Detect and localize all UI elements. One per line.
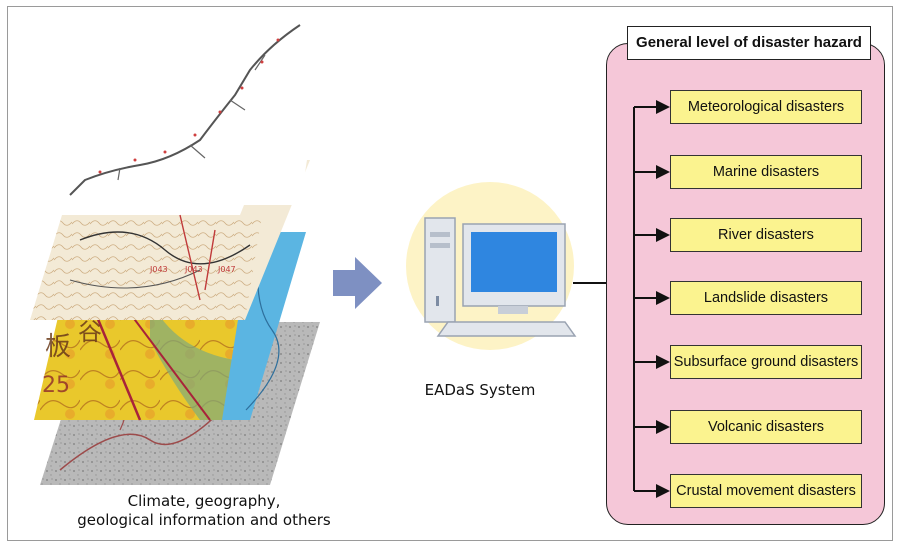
layers-caption: Climate, geography, geological informati… (24, 492, 384, 530)
svg-text:J043: J043 (184, 265, 203, 274)
panel-title: General level of disaster hazard (627, 26, 871, 60)
hazard-item-river: River disasters (670, 218, 862, 252)
system-label: EADaS System (424, 381, 536, 399)
hazard-item-landslide: Landslide disasters (670, 281, 862, 315)
hazard-item-volcanic: Volcanic disasters (670, 410, 862, 444)
caption-line-2: geological information and others (77, 511, 331, 529)
svg-text:25: 25 (42, 373, 70, 398)
topographic-layer: J043 J043 J047 (30, 160, 310, 320)
hazard-item-crustal: Crustal movement disasters (670, 474, 862, 508)
svg-text:板: 板 (45, 332, 71, 362)
japan-outline-layer (60, 12, 330, 205)
svg-text:J047: J047 (217, 265, 236, 274)
hazard-item-meteorological: Meteorological disasters (670, 90, 862, 124)
svg-text:谷: 谷 (78, 318, 102, 346)
svg-text:J043: J043 (149, 265, 168, 274)
geology-layer: 板 谷 25 (34, 299, 248, 421)
hazard-item-marine: Marine disasters (670, 155, 862, 189)
hazard-item-subsurface: Subsurface ground disasters (670, 345, 862, 379)
caption-line-1: Climate, geography, (127, 492, 281, 510)
